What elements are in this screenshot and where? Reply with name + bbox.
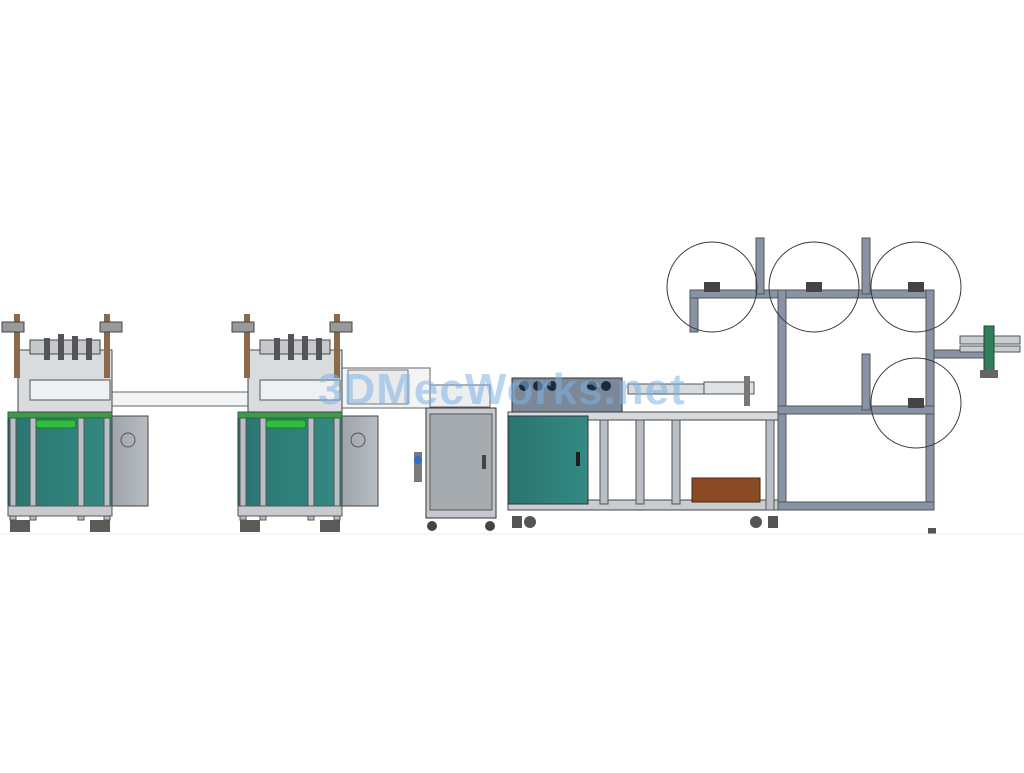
- welding-station-left: [1, 314, 149, 532]
- welding-station-right: [231, 314, 379, 532]
- conveyor-bridge: [99, 367, 491, 409]
- control-cabinet: [414, 407, 497, 531]
- roller-forming-unit: [511, 376, 755, 413]
- main-worktable: [507, 411, 779, 528]
- ear-loop-feeder: [959, 325, 1021, 378]
- fabric-roll-rack: [666, 237, 987, 534]
